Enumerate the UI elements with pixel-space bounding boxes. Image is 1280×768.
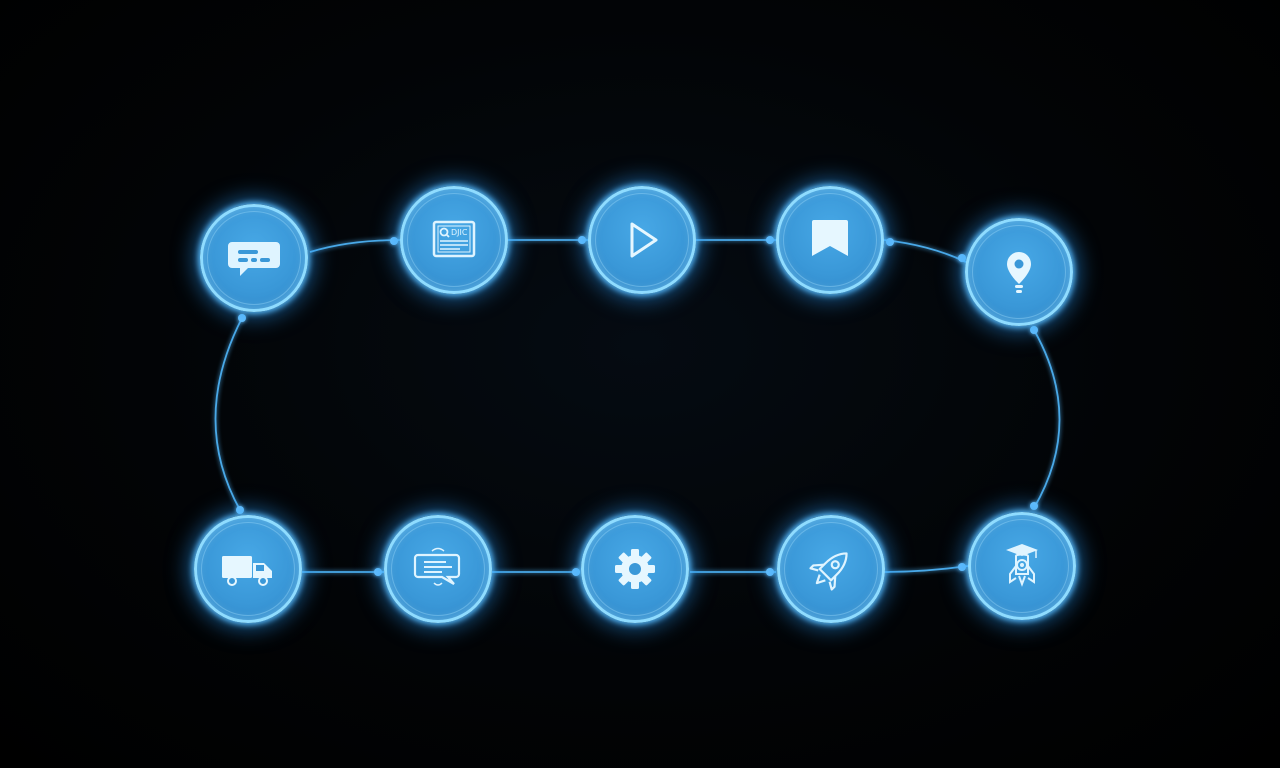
- connector-dot: [572, 568, 580, 576]
- connector-dot: [578, 236, 586, 244]
- connector-dot: [958, 254, 966, 262]
- connector-dot: [390, 237, 398, 245]
- connector-dot: [238, 314, 246, 322]
- chat-bubble-icon: [224, 228, 284, 288]
- node-truck[interactable]: [194, 515, 302, 623]
- connector-dot: [1030, 502, 1038, 510]
- node-document[interactable]: DJIC: [400, 186, 508, 294]
- bookmark-icon: [800, 210, 860, 270]
- play-icon: [612, 210, 672, 270]
- chat-message-icon: [408, 539, 468, 599]
- connector-dot: [886, 238, 894, 246]
- location-pin-icon: [989, 242, 1049, 302]
- connector-dot: [766, 568, 774, 576]
- node-chat[interactable]: [200, 204, 308, 312]
- connector-n5-n10: [1033, 329, 1061, 509]
- node-settings[interactable]: [581, 515, 689, 623]
- rocket-icon: [801, 539, 861, 599]
- connector-dot: [766, 236, 774, 244]
- graduation-rocket-icon: [992, 536, 1052, 596]
- document-search-icon: DJIC: [424, 210, 484, 270]
- connector-dot: [374, 568, 382, 576]
- delivery-truck-icon: [218, 539, 278, 599]
- node-location[interactable]: [965, 218, 1073, 326]
- node-message[interactable]: [384, 515, 492, 623]
- connector-dot: [1030, 326, 1038, 334]
- connector-n6-n1: [214, 317, 243, 511]
- node-play[interactable]: [588, 186, 696, 294]
- node-rocket[interactable]: [777, 515, 885, 623]
- document-label: DJIC: [451, 228, 468, 237]
- connector-n1-n2: [309, 239, 401, 253]
- node-bookmark[interactable]: [776, 186, 884, 294]
- connector-dot: [958, 563, 966, 571]
- connector-dot: [236, 506, 244, 514]
- node-education[interactable]: [968, 512, 1076, 620]
- gear-icon: [605, 539, 665, 599]
- connector-n4-n5: [883, 239, 967, 263]
- connector-n10-n9: [883, 565, 969, 573]
